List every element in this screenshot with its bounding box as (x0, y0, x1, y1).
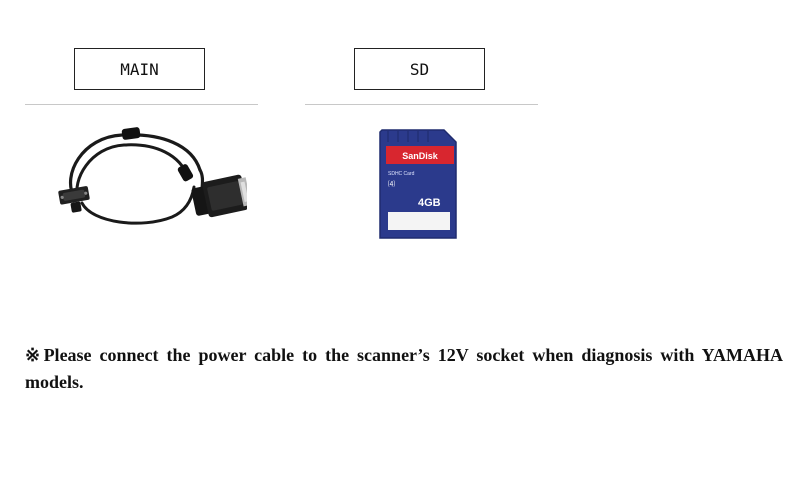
sd-brand: SanDisk (402, 151, 439, 161)
power-cable-note: ※Please connect the power cable to the s… (25, 345, 783, 392)
sd-card-image: SanDisk SDHC Card ⑷ 4GB (379, 129, 457, 239)
sd-label: SD (409, 59, 430, 79)
db25-connector (191, 174, 247, 218)
svg-text:⑷: ⑷ (388, 179, 395, 188)
main-label-box: MAIN (74, 48, 205, 90)
main-divider (25, 104, 258, 105)
main-cable-image (58, 127, 247, 225)
sd-divider (305, 104, 538, 105)
sd-capacity: 4GB (418, 197, 441, 209)
main-label: MAIN (120, 59, 159, 79)
db9-connector (58, 186, 90, 213)
sd-label-box: SD (354, 48, 485, 90)
sd-type: SDHC Card (388, 171, 415, 177)
